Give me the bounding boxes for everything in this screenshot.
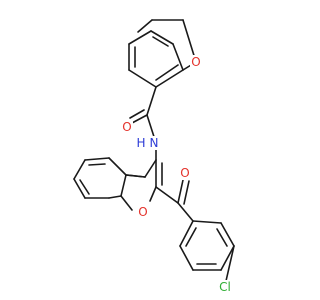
atom-chlorine: Cl [215,280,235,294]
bond [73,178,86,199]
chlorine-label: Cl [219,280,231,294]
bond [88,163,106,166]
bond [155,64,179,81]
amide-nitrogen-label: N [150,136,159,150]
bond [79,179,90,195]
bond [131,114,148,124]
furan-oxygen-label: O [138,205,147,219]
atom-carbonyl-oxygen-amide: O [121,120,133,134]
ketone-carbonyl-oxygen-label: O [180,166,189,180]
bond [225,245,235,282]
bond [146,86,157,116]
bond [73,159,86,180]
atom-amide-nitrogen: N H [136,136,160,150]
bond [220,245,235,271]
bond [108,195,122,199]
bond [128,69,157,88]
bond [155,186,179,204]
bond-lines [73,19,235,282]
bond [192,220,222,224]
bond [120,195,133,211]
bond [155,69,184,88]
atom-carbonyl-oxygen-ketone: O [179,166,191,180]
bond [84,157,110,161]
amide-hydrogen-label: H [136,136,145,150]
bond [137,19,153,33]
bond [150,30,174,45]
bond [179,220,194,247]
bond [177,202,194,222]
atom-furan-oxygen: O [137,205,149,219]
atom-ether-oxygen: O [190,55,202,69]
molecule-diagram: O O N H O O Cl [73,19,235,294]
bond [183,180,190,205]
bond [216,228,228,247]
bond [129,109,145,119]
bond [125,174,146,178]
bond [152,36,169,47]
ether-oxygen-label: O [191,55,200,69]
amide-carbonyl-oxygen-label: O [122,120,131,134]
bond [149,186,157,202]
bond [144,159,157,178]
bond [128,30,152,45]
bond [108,157,127,176]
bond [185,227,197,247]
bond [220,222,235,247]
bond [120,174,127,197]
bond [179,245,194,271]
bond [172,43,184,71]
bond [177,179,184,204]
